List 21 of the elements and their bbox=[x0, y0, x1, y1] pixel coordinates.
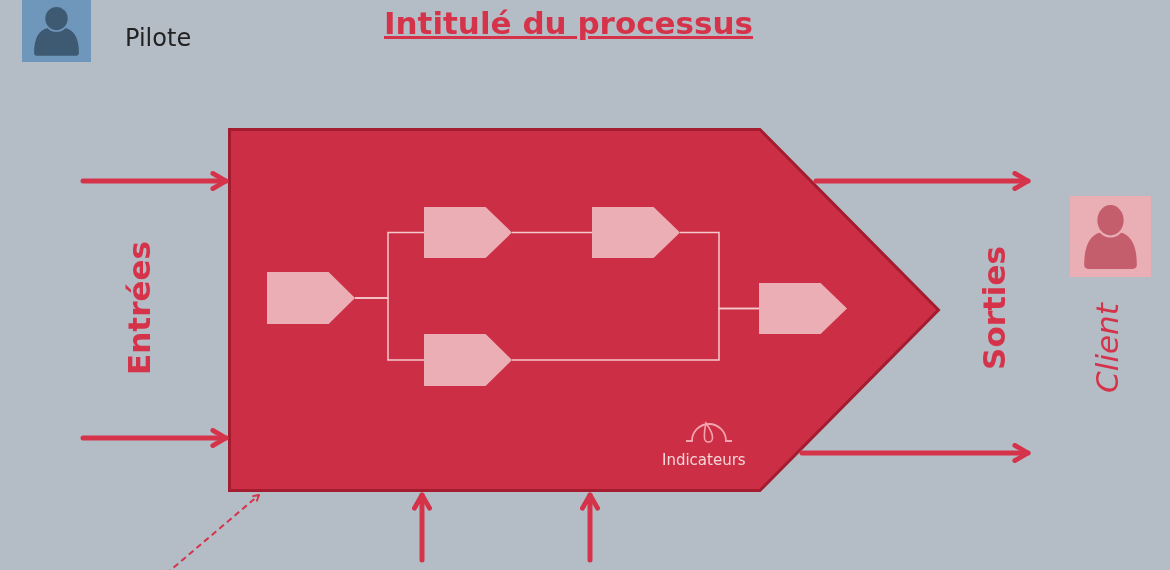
vertical-label: Entrées bbox=[122, 241, 158, 375]
connector-line bbox=[511, 231, 593, 234]
step-shape bbox=[267, 272, 355, 324]
arrow bbox=[80, 171, 229, 191]
connector-line bbox=[511, 307, 760, 361]
arrow bbox=[412, 492, 432, 563]
node-label: Indicateurs bbox=[662, 452, 746, 470]
arrow bbox=[813, 171, 1031, 191]
step-shape bbox=[424, 207, 512, 258]
arrow bbox=[580, 492, 600, 563]
title-heading: Intitulé du processus bbox=[384, 6, 754, 42]
vertical-label: Client bbox=[1090, 303, 1126, 393]
arrow bbox=[80, 428, 229, 448]
connector-line bbox=[354, 297, 425, 361]
arrow bbox=[799, 443, 1031, 463]
text-label: Pilote bbox=[125, 25, 192, 53]
process-shape bbox=[228, 128, 940, 492]
step-shape bbox=[424, 334, 512, 386]
step-shape bbox=[592, 207, 680, 258]
step-shape bbox=[759, 283, 847, 334]
vertical-label: Sorties bbox=[977, 246, 1013, 370]
